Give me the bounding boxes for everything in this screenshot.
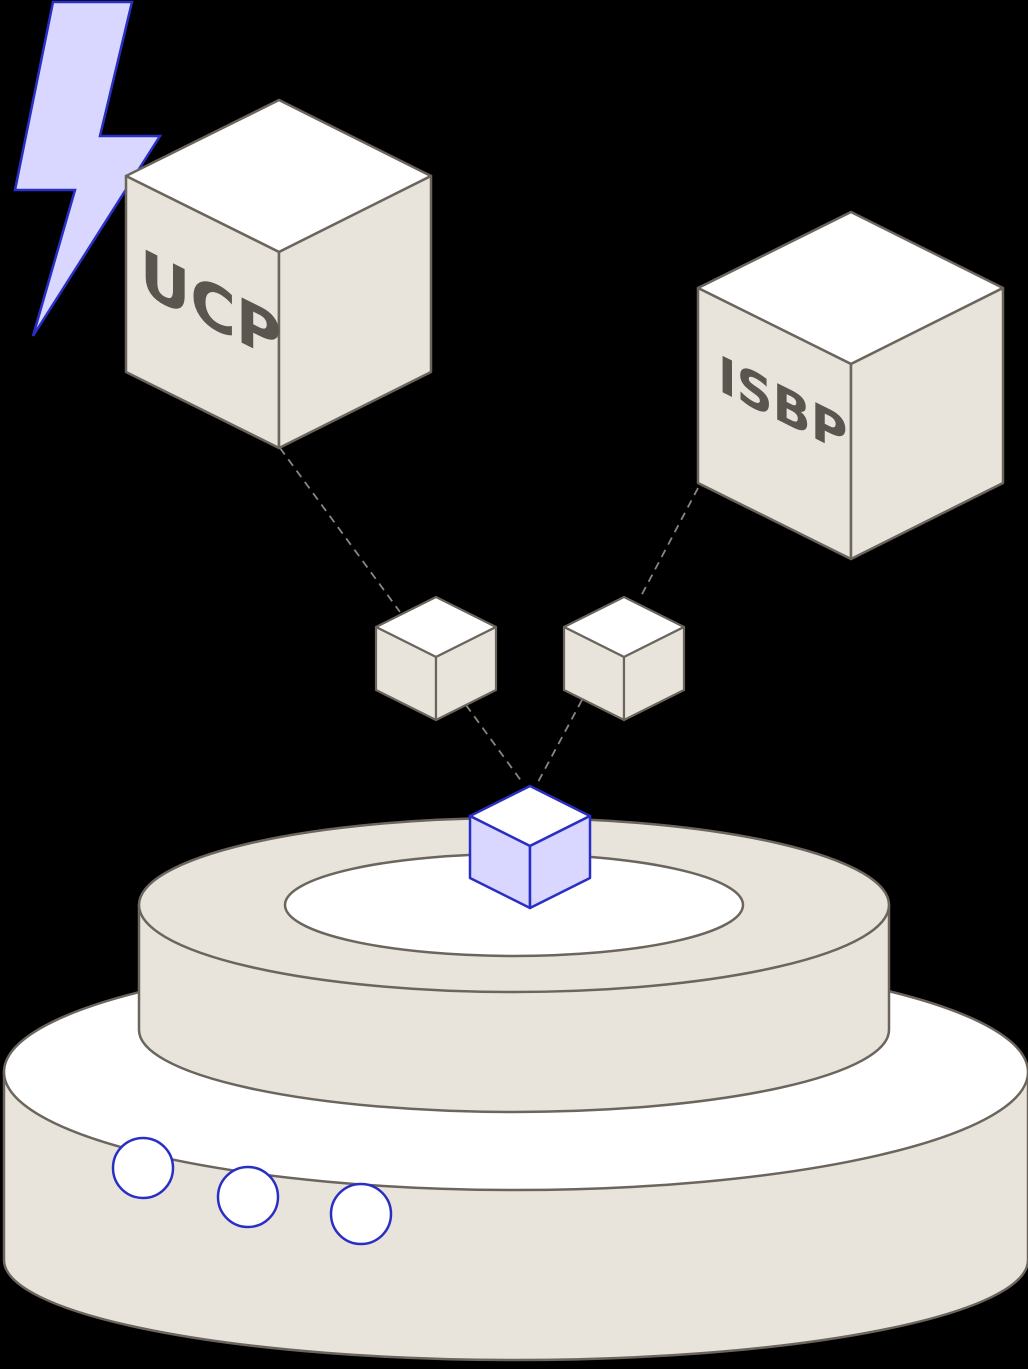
connector-isbp-to-small-right — [639, 487, 699, 599]
cube-ucp-right-face — [277, 174, 433, 450]
connector-ucp-to-small-left — [279, 447, 401, 613]
lightning-bolt-icon — [13, 0, 163, 337]
small-cube-right-right-face — [622, 625, 686, 722]
cube-isbp-right-face — [849, 286, 1005, 561]
upper-tier — [137, 816, 891, 1114]
connector-small-left-to-center — [465, 704, 523, 783]
indicator-light — [329, 1182, 393, 1246]
small-cube-left-right-face — [434, 625, 498, 722]
connectors — [279, 447, 699, 783]
center-accent-cube — [468, 784, 592, 910]
indicator-lights — [111, 1136, 393, 1246]
small-cube-right — [562, 595, 686, 722]
indicator-light — [111, 1136, 175, 1200]
cube-isbp: ISBP — [696, 210, 1005, 561]
cube-ucp: UCP — [124, 98, 433, 450]
connector-small-right-to-center — [537, 699, 583, 783]
indicator-light — [216, 1165, 280, 1229]
center-accent-cube-right-face — [528, 814, 592, 910]
small-cube-left — [374, 595, 498, 722]
